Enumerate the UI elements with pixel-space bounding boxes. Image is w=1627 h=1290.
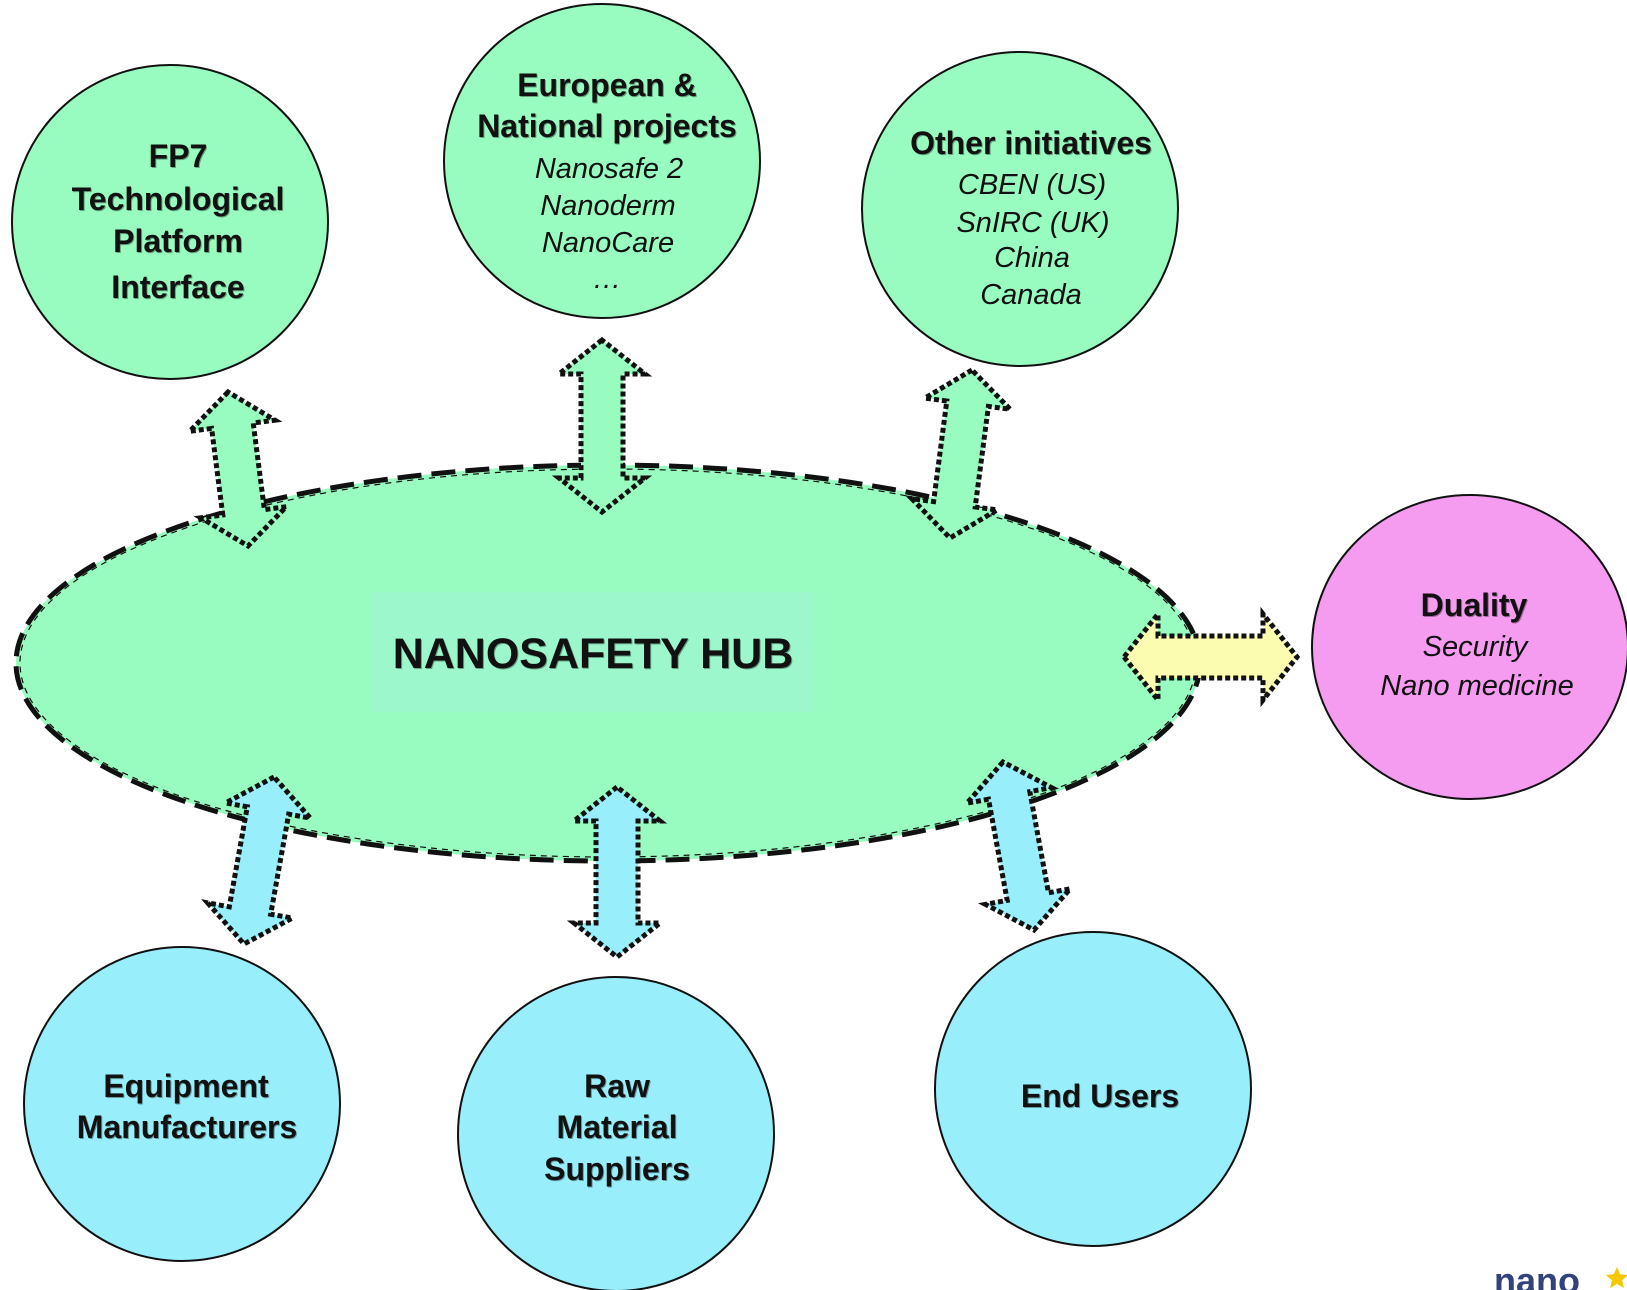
european-title-line-2: National projects <box>477 108 737 144</box>
arrow-endusers-shape <box>960 758 1077 934</box>
arrow-raw <box>566 783 668 961</box>
other-item-4: Canada <box>980 279 1082 311</box>
equipment-title-line-1: Equipment <box>103 1068 269 1104</box>
raw-title-line-3: Suppliers <box>544 1151 690 1187</box>
node-european-circle <box>443 3 761 319</box>
nano-logo: nano <box>1494 1260 1627 1290</box>
european-item-2: Nanoderm <box>540 190 675 222</box>
fp7-title-line-1: FP7 <box>149 138 208 174</box>
equipment-title-line-2: Manufacturers <box>77 1109 298 1145</box>
node-fp7-circle <box>11 64 329 380</box>
arrow-fp7-shape <box>182 388 294 550</box>
duality-title: Duality <box>1421 587 1528 623</box>
arrow-endusers <box>960 758 1077 934</box>
arrow-duality-shape <box>1120 606 1301 708</box>
raw-title-line-1: Raw <box>584 1068 650 1104</box>
hub-label-background <box>372 592 814 712</box>
nano-logo-star-icon <box>1605 1267 1627 1288</box>
node-raw-circle <box>457 976 775 1290</box>
arrow-european <box>551 336 653 516</box>
other-item-2: SnIRC (UK) <box>956 207 1109 239</box>
fp7-title-line-2: Technological <box>72 181 285 217</box>
european-title-line-1: European & <box>517 67 697 103</box>
raw-title-line-2: Material <box>557 1109 678 1145</box>
arrow-european-shape <box>551 336 653 516</box>
european-item-4: … <box>593 263 622 295</box>
nano-logo-text: nano <box>1494 1260 1580 1290</box>
european-item-1: Nanosafe 2 <box>535 153 683 185</box>
duality-item-2: Nano medicine <box>1380 670 1573 702</box>
other-item-1: CBEN (US) <box>958 169 1106 201</box>
european-item-3: NanoCare <box>542 227 674 259</box>
arrow-other-shape <box>904 366 1018 542</box>
node-other-circle <box>861 51 1179 367</box>
node-equipment-circle <box>23 946 341 1262</box>
arrow-equipment-shape <box>201 773 317 948</box>
other-item-3: China <box>994 242 1070 274</box>
fp7-title-line-3: Platform <box>113 223 243 259</box>
arrow-equipment <box>201 773 317 948</box>
fp7-title-line-4: Interface <box>111 269 244 305</box>
node-endusers-circle <box>934 931 1252 1247</box>
arrow-duality <box>1120 606 1301 708</box>
duality-item-1: Security <box>1423 631 1529 663</box>
node-duality-circle <box>1311 494 1627 800</box>
other-title: Other initiatives <box>910 125 1152 161</box>
endusers-title: End Users <box>1021 1078 1179 1114</box>
arrow-fp7 <box>182 388 294 550</box>
arrow-other <box>904 366 1018 542</box>
hub-label: NANOSAFETY HUB <box>393 630 794 678</box>
arrow-raw-shape <box>566 783 668 961</box>
